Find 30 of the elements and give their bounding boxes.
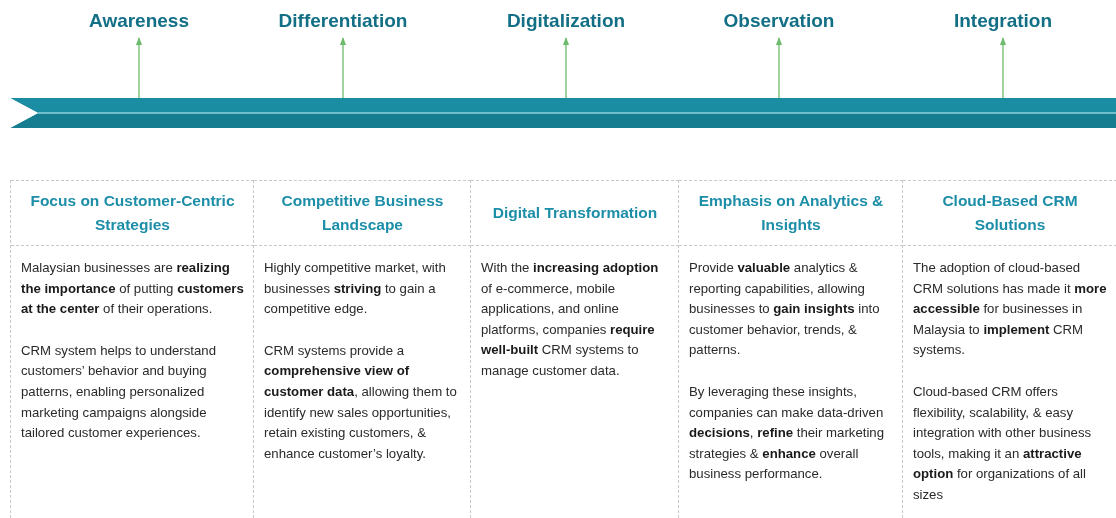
description-text: CRM system helps to understand customers’ behavior and buying patterns, enabling personalized marketing campaigns alongside tailored customer experiences. [21, 341, 217, 443]
table-column [253, 180, 471, 518]
stage-label: Differentiation [278, 10, 408, 32]
description-text: Cloud-based CRM offers flexibility, scalability, & easy integration with other business tools, making it an attractive option for organizations of all sizes [913, 382, 1093, 504]
column-heading: Emphasis on Analytics & Insights [697, 191, 885, 235]
stage-label: Observation [723, 10, 835, 32]
description-text: CRM systems provide a comprehensive view of customer data, allowing them to identify new sales opportunities, retain existing customers, & enhance customer’s loyalty. [264, 341, 458, 463]
arrow [562, 37, 570, 99]
stage-label: Awareness [89, 10, 189, 32]
timeline-bar [10, 98, 1116, 128]
column-heading: Cloud-Based CRM Solutions [941, 191, 1079, 235]
description-text: Malaysian businesses are realizing the importance of putting customers at the center of their operations. [21, 259, 245, 319]
description-text: By leveraging these insights, companies can make data-driven decisions, refine their marketing strategies & enhance overall business performance. [689, 382, 885, 484]
arrow [999, 37, 1007, 99]
table-column [470, 180, 679, 518]
column-heading: Focus on Customer-Centric Strategies [29, 191, 236, 235]
stage-label: Digitalization [506, 10, 626, 32]
stage-label: Integration [953, 10, 1053, 32]
table-column [10, 180, 254, 518]
description-text: Highly competitive market, with businesses striving to gain a competitive edge. [264, 259, 447, 319]
arrow [775, 37, 783, 99]
description-text: Provide valuable analytics & reporting capabilities, allowing businesses to gain insights into customer behavior, trends, & patterns. [689, 259, 881, 360]
table-column [902, 180, 1116, 518]
column-heading: Competitive Business Landscape [280, 191, 445, 235]
arrow [339, 37, 347, 99]
table-column [678, 180, 903, 518]
arrow [135, 37, 143, 99]
column-heading: Digital Transformation [492, 203, 658, 223]
description-text: With the increasing adoption of e-commerce, mobile applications, and online platforms, companies require well-built CRM systems to manage customer data. [481, 259, 660, 380]
description-text: The adoption of cloud-based CRM solutions has made it more accessible for businesses in Malaysia to implement CRM systems. [913, 259, 1108, 360]
